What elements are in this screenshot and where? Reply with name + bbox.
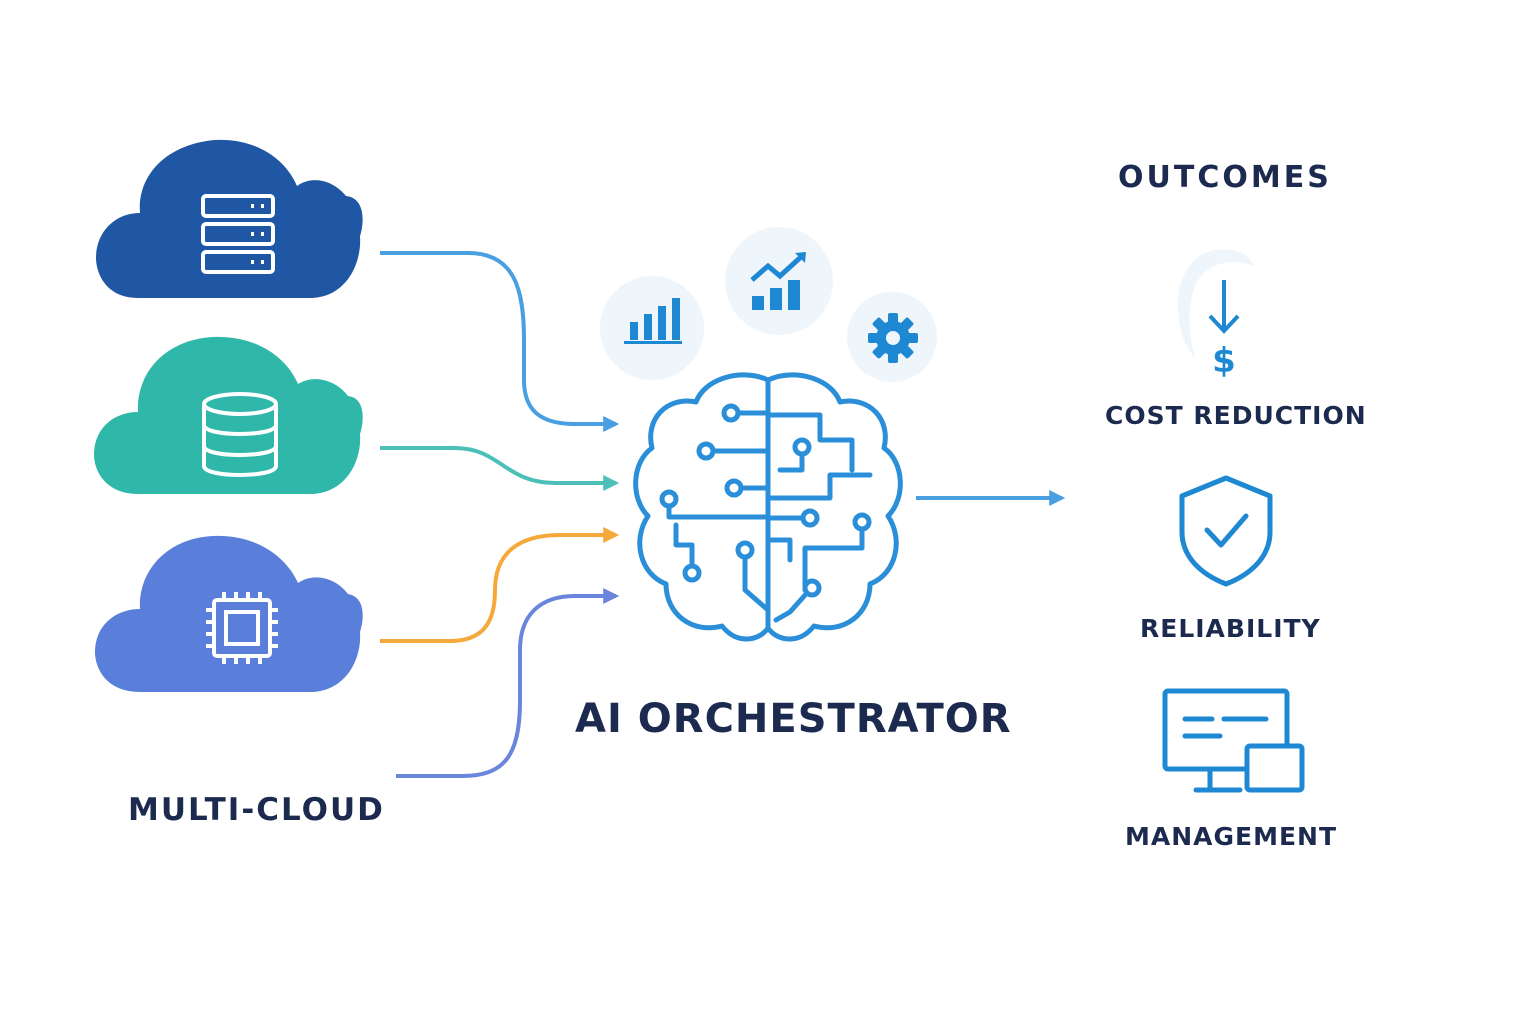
connector-database [380,446,620,491]
bar-chart-bubble [600,276,704,380]
cost-down-dollar-icon: $ [1178,249,1254,381]
database-icon [202,392,278,477]
monitor-dashboard-icon [1162,688,1305,793]
cloud-database [94,336,363,494]
outcomes-title: OUTCOMES [1118,160,1332,195]
trend-up-icon [750,252,806,310]
server-rack-icon [201,194,275,274]
outcome-cost-reduction-label: COST REDUCTION [1105,401,1367,430]
svg-text:$: $ [1212,341,1236,381]
connector-compute [380,527,620,643]
gear-icon [868,313,918,363]
outcome-reliability-label: RELIABILITY [1140,614,1321,643]
settings-bubble [847,292,937,382]
connector-multicloud [396,588,620,778]
cloud-server [96,139,363,298]
shield-check-icon [1179,475,1273,587]
cloud-compute [95,535,363,692]
cpu-chip-icon [206,592,278,664]
outcome-management-label: MANAGEMENT [1125,822,1338,851]
multi-cloud-label: MULTI-CLOUD [128,792,385,828]
connector-server [380,251,620,432]
brain-circuit-icon [633,372,903,642]
trend-chart-bubble [725,227,833,335]
bar-chart-icon [624,298,682,344]
ai-orchestrator-label: AI ORCHESTRATOR [575,696,1012,742]
